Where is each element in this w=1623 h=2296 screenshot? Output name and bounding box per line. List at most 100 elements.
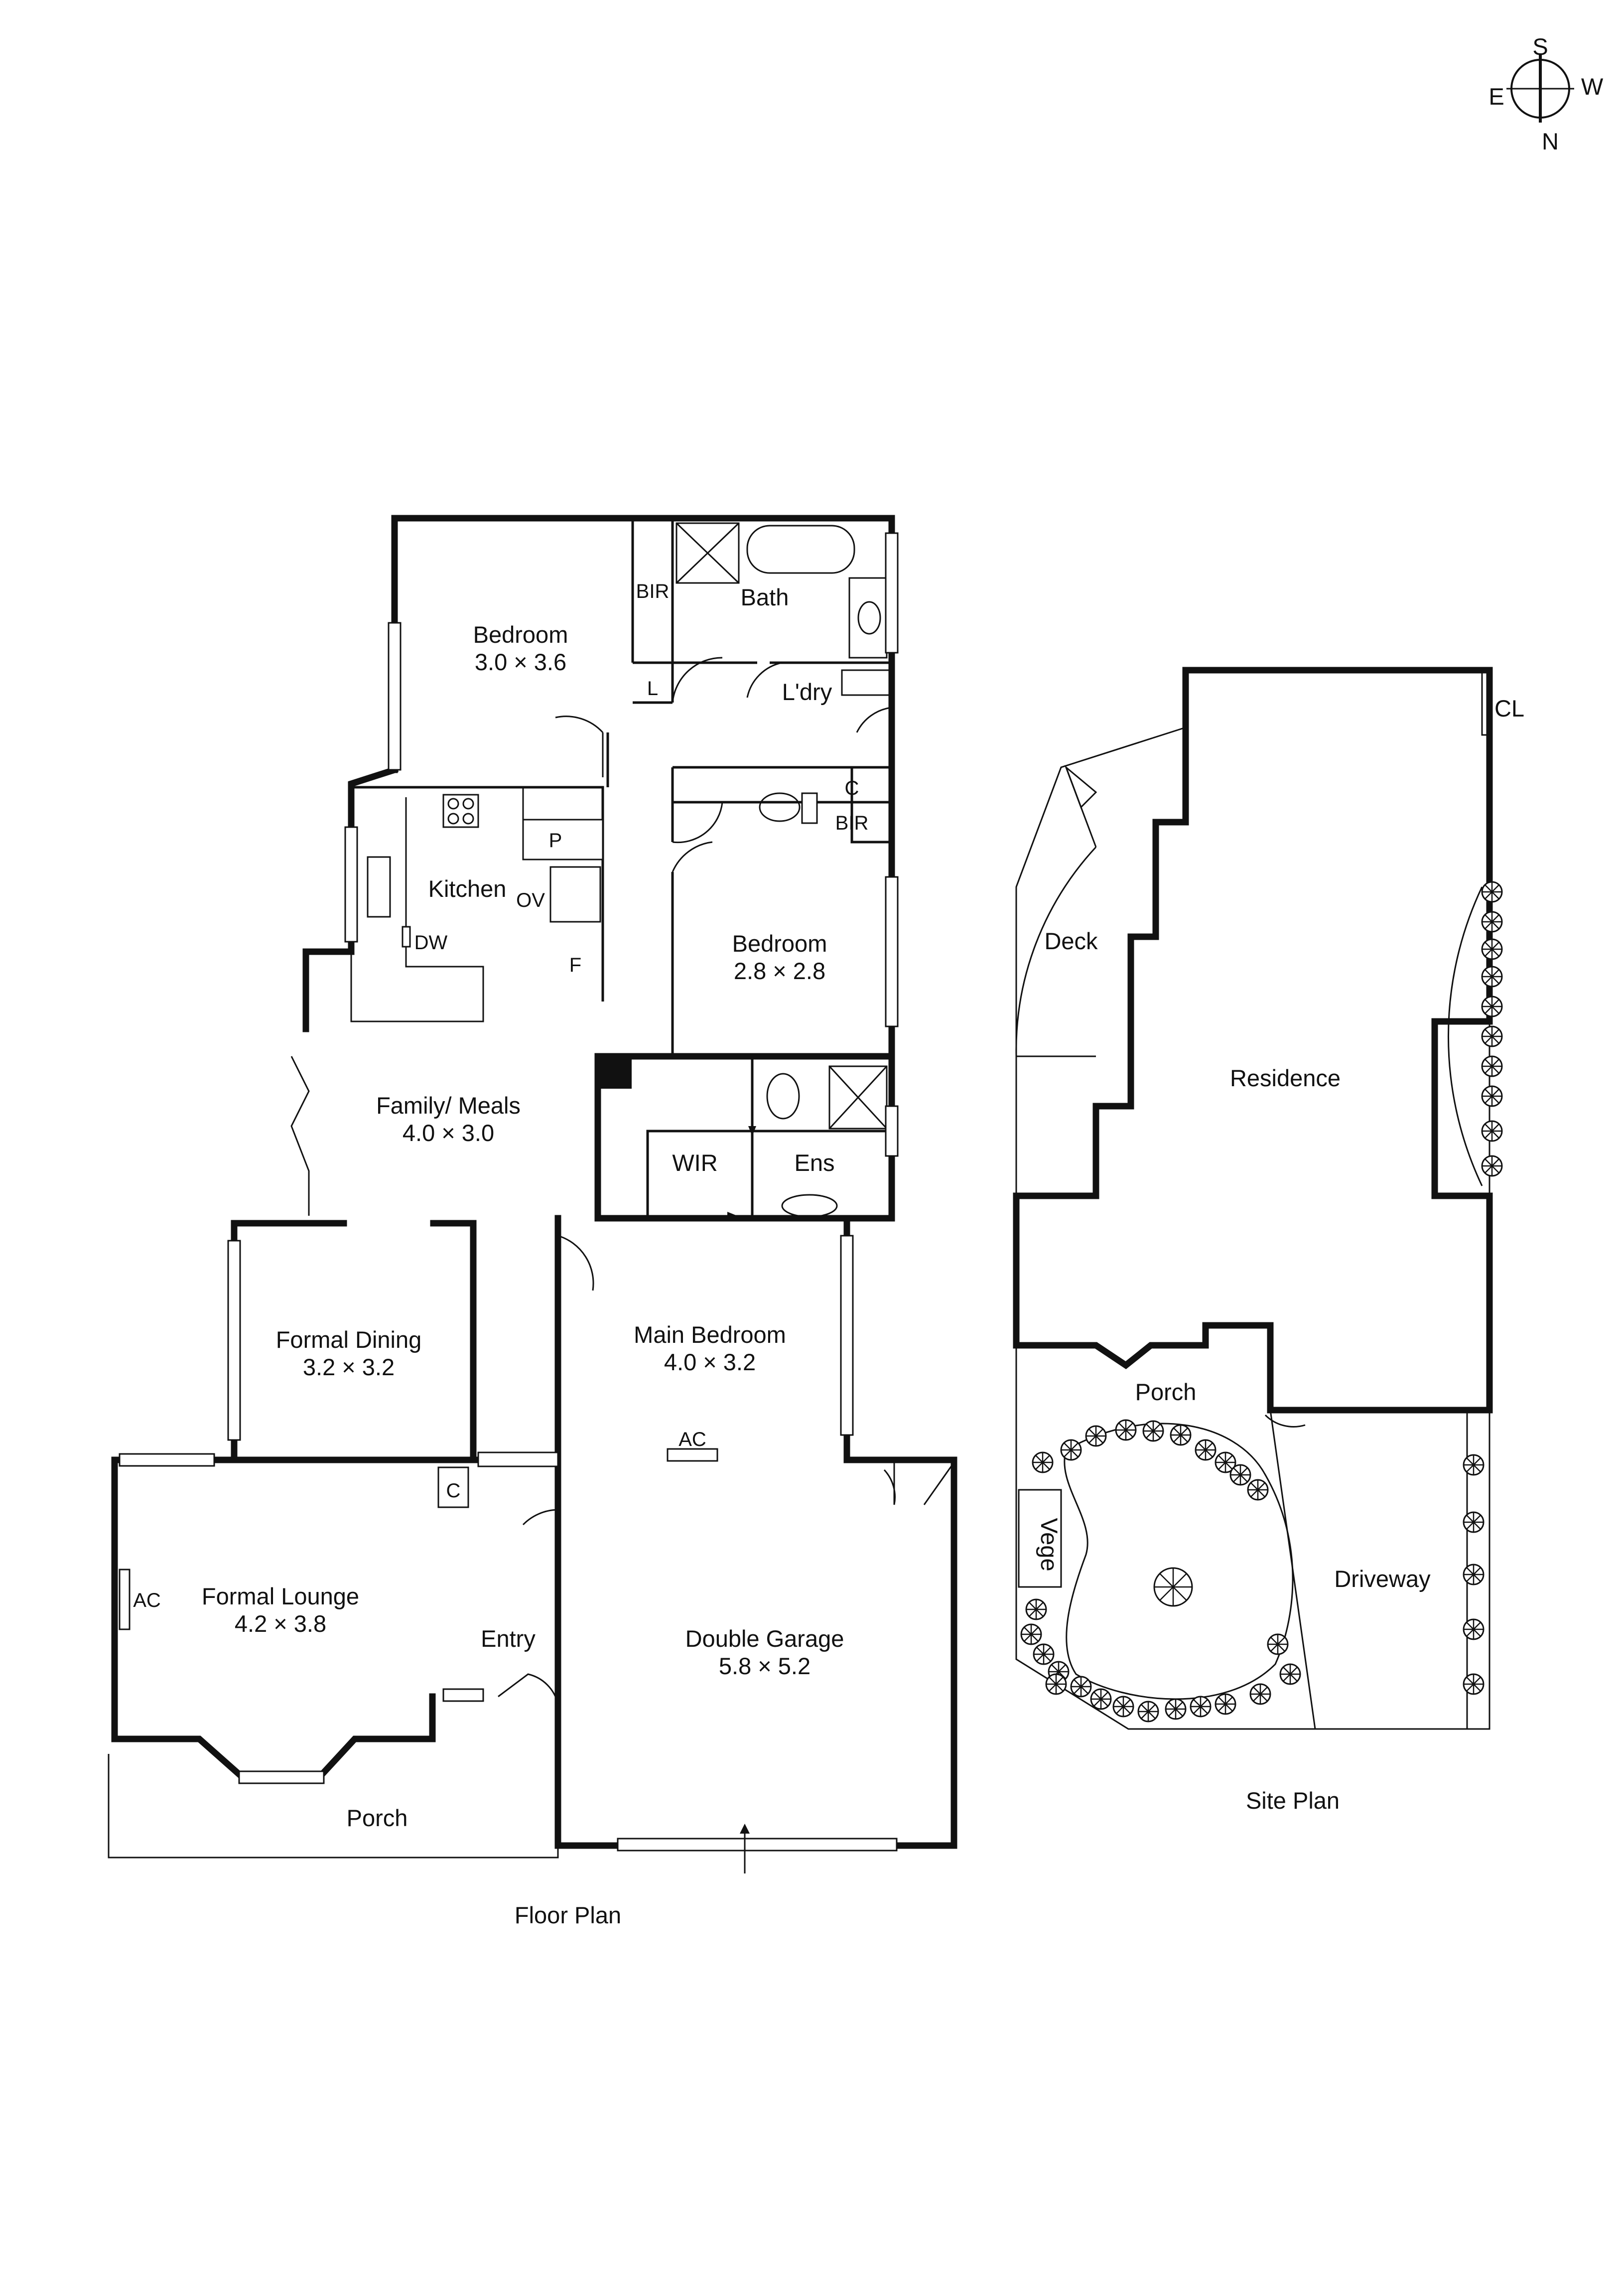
shrub-icon bbox=[1249, 1683, 1271, 1705]
dims-formal-dining: 3.2 × 3.2 bbox=[303, 1354, 395, 1380]
dims-double-garage: 5.8 × 5.2 bbox=[719, 1653, 811, 1679]
shrub-icon bbox=[1195, 1439, 1217, 1461]
label-bedroom-2: Bedroom bbox=[473, 621, 568, 648]
interior-walls bbox=[351, 518, 892, 1218]
cooktop bbox=[442, 794, 479, 828]
shrub-icon bbox=[1481, 1155, 1503, 1177]
label-driveway: Driveway bbox=[1334, 1566, 1431, 1592]
label-formal-lounge: Formal Lounge bbox=[202, 1583, 359, 1609]
window-kitchen bbox=[344, 826, 358, 943]
shrub-icon bbox=[1115, 1419, 1137, 1441]
door-front bbox=[498, 1673, 559, 1705]
label-double-garage: Double Garage bbox=[685, 1625, 844, 1652]
shrub-icon bbox=[1481, 911, 1503, 933]
label-linen: L bbox=[647, 678, 658, 700]
label-main-bedroom: Main Bedroom bbox=[634, 1321, 786, 1348]
label-deck: Deck bbox=[1044, 928, 1098, 954]
ensuite-basin bbox=[781, 1194, 838, 1218]
shrub-icon bbox=[1165, 1698, 1187, 1720]
compass-s-label: S bbox=[1532, 33, 1548, 60]
shrub-icon bbox=[1142, 1420, 1164, 1442]
shrub-icon bbox=[1215, 1451, 1236, 1473]
label-entry: Entry bbox=[481, 1625, 536, 1652]
garage-door bbox=[617, 1838, 898, 1852]
window-bedroom-west bbox=[388, 622, 402, 771]
door-bedroom bbox=[555, 716, 604, 777]
window-bedroom-3 bbox=[885, 876, 899, 1027]
shrub-icon bbox=[1060, 1439, 1082, 1461]
compass-n-label: N bbox=[1542, 128, 1559, 154]
door-bath bbox=[672, 657, 723, 703]
laundry-tub bbox=[841, 669, 890, 696]
kitchen-sink bbox=[367, 856, 391, 918]
label-family-meals: Family/ Meals bbox=[376, 1092, 521, 1119]
garden-bed bbox=[1064, 1423, 1294, 1700]
tree-cluster bbox=[1153, 1567, 1193, 1607]
window-lounge bbox=[119, 1453, 215, 1467]
label-ac-1: AC bbox=[678, 1429, 706, 1450]
window-dining bbox=[227, 1240, 241, 1441]
shrub-icon bbox=[1463, 1673, 1485, 1695]
window-bay bbox=[238, 1770, 325, 1784]
site-plan-caption: Site Plan bbox=[1246, 1787, 1340, 1814]
label-formal-dining: Formal Dining bbox=[276, 1326, 422, 1353]
porch-outline bbox=[108, 1698, 559, 1859]
label-kitchen: Kitchen bbox=[428, 875, 507, 902]
site-plan: CL Deck Residence Porch Vege Driveway Si… bbox=[1013, 667, 1524, 1814]
chimney bbox=[598, 1056, 632, 1089]
label-site-porch: Porch bbox=[1135, 1379, 1197, 1405]
shrub-icon bbox=[1020, 1623, 1042, 1645]
door-toilet bbox=[672, 802, 723, 844]
label-laundry: L'dry bbox=[782, 679, 832, 705]
label-oven: OV bbox=[516, 889, 545, 911]
dims-family-meals: 4.0 × 3.0 bbox=[403, 1120, 494, 1146]
shrub-icon bbox=[1070, 1676, 1092, 1698]
shrub-icon bbox=[1170, 1424, 1192, 1446]
hedge-row bbox=[1020, 881, 1503, 1722]
door-laundry-2 bbox=[856, 707, 892, 733]
shrub-icon bbox=[1279, 1663, 1301, 1685]
label-bath: Bath bbox=[741, 584, 789, 610]
shrub-icon bbox=[1247, 1479, 1269, 1501]
compass-w-label: W bbox=[1581, 73, 1604, 100]
floor-plan-caption: Floor Plan bbox=[515, 1902, 621, 1928]
label-bir-2: BIR bbox=[835, 812, 869, 834]
door-entry bbox=[522, 1509, 558, 1526]
label-pantry: P bbox=[549, 830, 562, 852]
window-bath bbox=[885, 532, 899, 654]
shrub-icon bbox=[1033, 1643, 1055, 1665]
door-garage-1 bbox=[883, 1462, 896, 1505]
door-main-bedroom bbox=[557, 1235, 594, 1291]
deck-outline bbox=[1015, 767, 1097, 1057]
label-clothesline: CL bbox=[1494, 695, 1524, 721]
exterior-wall-wir bbox=[594, 1053, 895, 1222]
label-cupboard-2: C bbox=[446, 1480, 461, 1502]
shrub-icon bbox=[1481, 1025, 1503, 1047]
shrub-icon bbox=[1481, 1085, 1503, 1107]
label-porch: Porch bbox=[347, 1805, 408, 1831]
window-ensuite bbox=[885, 1105, 899, 1157]
exterior-wall-main-bedroom bbox=[554, 1215, 957, 1849]
window-entry bbox=[442, 1688, 484, 1702]
door-garage-2 bbox=[923, 1462, 955, 1505]
shrub-icon bbox=[1267, 1633, 1289, 1655]
dims-main-bedroom: 4.0 × 3.2 bbox=[664, 1349, 756, 1375]
shrub-icon bbox=[1481, 996, 1503, 1017]
toilet-1 bbox=[759, 792, 801, 822]
residence-outline bbox=[1013, 667, 1493, 1414]
dims-formal-lounge: 4.2 × 3.8 bbox=[235, 1610, 326, 1637]
shrub-icon bbox=[1481, 1055, 1503, 1077]
shrub-icon bbox=[1090, 1688, 1112, 1710]
ensuite-toilet bbox=[766, 1073, 800, 1120]
label-residence: Residence bbox=[1230, 1065, 1341, 1091]
label-cupboard-1: C bbox=[845, 777, 859, 799]
oven-unit bbox=[549, 866, 601, 923]
shrub-icon bbox=[1463, 1511, 1485, 1533]
vege-patch bbox=[1018, 1489, 1062, 1588]
label-vege: Vege bbox=[1036, 1518, 1063, 1571]
dishwasher-marker bbox=[402, 926, 411, 948]
compass: S W E N bbox=[1488, 33, 1603, 154]
door-bedroom-3 bbox=[672, 841, 713, 872]
label-ac-2: AC bbox=[133, 1589, 161, 1611]
